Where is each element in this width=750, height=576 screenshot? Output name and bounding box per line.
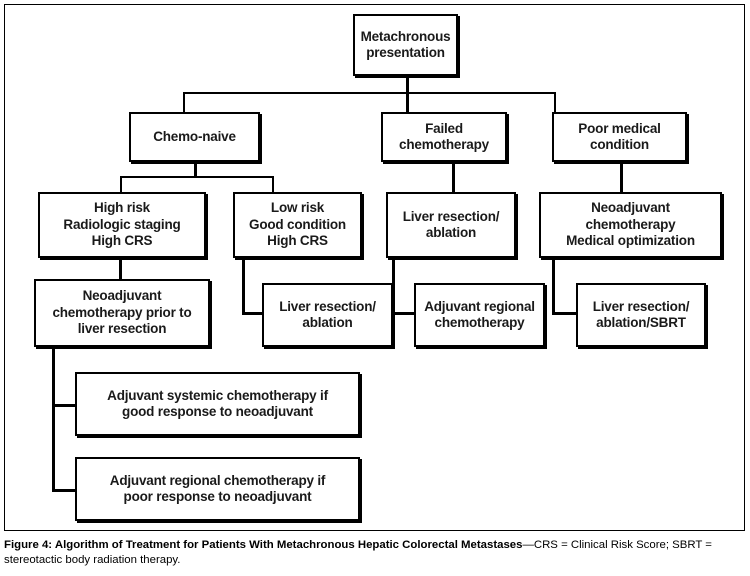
- edge-chemo-naive-stem: [194, 162, 197, 177]
- edge-chemo-naive-to-high-risk: [120, 176, 122, 193]
- caption-title: Figure 4: Algorithm of Treatment for Pat…: [4, 539, 523, 551]
- caption-abbreviations: —CRS = Clinical Risk Score; SBRT = stere…: [4, 539, 712, 567]
- edge-root-stem: [406, 76, 409, 93]
- node-label: Adjuvant regional chemotherapy: [424, 298, 535, 330]
- edge-high-risk-to-neo-prior: [119, 258, 122, 279]
- node-label: Liver resection/ ablation: [402, 208, 500, 240]
- node-neoadjuvant-prior-to-liver-resection[interactable]: Neoadjuvant chemotherapy prior to liver …: [34, 279, 210, 347]
- node-neoadjuvant-medical-optimization[interactable]: Neoadjuvant chemotherapy Medical optimiz…: [539, 192, 722, 258]
- edge-poor-neo-drop: [552, 258, 555, 314]
- node-poor-medical-condition[interactable]: Poor medical condition: [552, 112, 687, 162]
- node-label: High risk Radiologic staging High CRS: [63, 200, 181, 249]
- node-chemo-naive[interactable]: Chemo-naive: [129, 112, 260, 162]
- node-label: Low risk Good condition High CRS: [249, 200, 346, 249]
- edge-low-risk-to-liver-resection: [242, 312, 264, 315]
- edge-neo-prior-spine: [52, 347, 55, 492]
- node-label: Liver resection/ ablation: [279, 298, 376, 330]
- node-label: Adjuvant regional chemotherapy if poor r…: [109, 472, 326, 504]
- node-label: Neoadjuvant chemotherapy Medical optimiz…: [566, 200, 695, 249]
- edge-poor-neo-to-liver-sbrt: [552, 312, 578, 315]
- edge-root-to-failed: [406, 92, 409, 113]
- node-adjuvant-regional-poor-response[interactable]: Adjuvant regional chemotherapy if poor r…: [75, 457, 360, 521]
- node-failed-liver-resection-ablation[interactable]: Liver resection/ ablation: [386, 192, 516, 258]
- edge-root-to-poor: [554, 92, 556, 113]
- edge-failed-lr-drop: [392, 258, 395, 314]
- edge-root-bus: [183, 92, 556, 94]
- treatment-algorithm-flowchart: Metachronous presentation Chemo-naive Fa…: [34, 14, 722, 521]
- node-adjuvant-regional-chemotherapy[interactable]: Adjuvant regional chemotherapy: [414, 283, 545, 347]
- edge-neo-prior-to-adjuvant-regional: [52, 489, 77, 492]
- node-liver-resection-ablation-sbrt[interactable]: Liver resection/ ablation/SBRT: [576, 283, 706, 347]
- node-failed-chemotherapy[interactable]: Failed chemotherapy: [381, 112, 507, 162]
- node-label: Chemo-naive: [153, 128, 236, 144]
- edge-failed-to-liver-resection: [452, 162, 455, 193]
- figure-caption: Figure 4: Algorithm of Treatment for Pat…: [4, 538, 746, 568]
- node-label: Poor medical condition: [578, 120, 661, 152]
- edge-failed-lr-to-adjuvant-regional: [392, 312, 416, 315]
- node-low-risk-good-condition[interactable]: Low risk Good condition High CRS: [233, 192, 362, 258]
- node-adjuvant-systemic-good-response[interactable]: Adjuvant systemic chemotherapy if good r…: [75, 372, 360, 436]
- node-high-risk-radiologic-staging[interactable]: High risk Radiologic staging High CRS: [38, 192, 206, 258]
- edge-neo-prior-to-adjuvant-systemic: [52, 404, 77, 407]
- node-metachronous-presentation[interactable]: Metachronous presentation: [353, 14, 458, 76]
- node-label: Liver resection/ ablation/SBRT: [592, 298, 690, 330]
- edge-root-to-chemo-naive: [183, 92, 185, 113]
- node-label: Metachronous presentation: [360, 28, 451, 60]
- node-low-risk-liver-resection-ablation[interactable]: Liver resection/ ablation: [262, 283, 393, 347]
- node-label: Neoadjuvant chemotherapy prior to liver …: [52, 288, 192, 337]
- node-label: Failed chemotherapy: [399, 120, 489, 152]
- edge-low-risk-drop: [242, 258, 245, 314]
- figure-border: [4, 4, 745, 531]
- edge-chemo-naive-to-low-risk: [272, 176, 274, 193]
- edge-poor-to-neoadjuvant: [620, 162, 623, 193]
- node-label: Adjuvant systemic chemotherapy if good r…: [107, 387, 328, 419]
- edge-chemo-naive-bus: [120, 176, 274, 178]
